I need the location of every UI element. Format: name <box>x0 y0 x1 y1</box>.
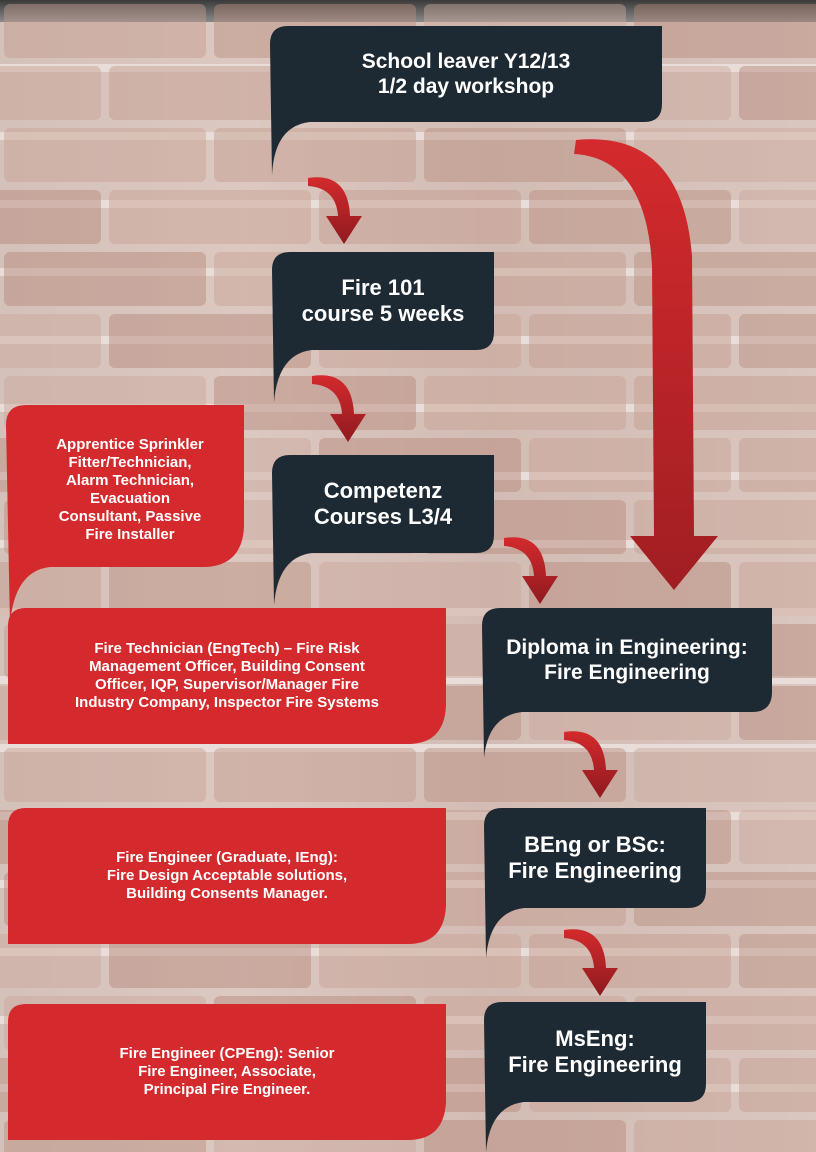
role-apprentice: Apprentice Sprinkler Fitter/Technician, … <box>6 405 244 625</box>
brick <box>214 748 416 802</box>
role-fire-technician: Fire Technician (EngTech) – Fire Risk Ma… <box>8 608 446 744</box>
role-fire-engineer-graduate-label: Fire Engineer (Graduate, IEng): Fire Des… <box>106 849 348 902</box>
brick <box>0 190 101 244</box>
brick <box>529 934 731 988</box>
step-school-leaver: School leaver Y12/13 1/2 day workshop <box>270 26 662 176</box>
brick <box>424 376 626 430</box>
brick <box>319 190 521 244</box>
brick <box>109 934 311 988</box>
brick <box>214 376 416 430</box>
brick <box>634 4 816 58</box>
brick <box>109 190 311 244</box>
brick <box>634 128 816 182</box>
brick <box>739 66 816 120</box>
role-apprentice-label: Apprentice Sprinkler Fitter/Technician, … <box>56 436 204 543</box>
brick <box>424 128 626 182</box>
brick <box>4 128 206 182</box>
step-mseng: MsEng: Fire Engineering <box>484 1002 706 1152</box>
brick <box>739 934 816 988</box>
brick <box>0 66 101 120</box>
brick <box>0 314 101 368</box>
brick <box>739 810 816 864</box>
brick <box>4 4 206 58</box>
brick <box>319 934 521 988</box>
role-fire-engineer-graduate: Fire Engineer (Graduate, IEng): Fire Des… <box>8 808 446 944</box>
brick <box>214 128 416 182</box>
step-competenz: Competenz Courses L3/4 <box>272 455 494 605</box>
step-beng-bsc-label: BEng or BSc: Fire Engineering <box>508 831 682 883</box>
brick <box>739 562 816 616</box>
step-fire-101-label: Fire 101 course 5 weeks <box>301 274 465 326</box>
brick <box>319 562 521 616</box>
brick <box>634 748 816 802</box>
arrow-diploma-to-beng <box>564 731 618 798</box>
brick <box>739 438 816 492</box>
brick <box>109 562 311 616</box>
brick <box>109 66 311 120</box>
step-competenz-label: Competenz Courses L3/4 <box>313 477 453 529</box>
brick <box>4 252 206 306</box>
top-shadow-bar <box>0 0 816 22</box>
brick <box>634 1120 816 1152</box>
brick <box>424 1120 626 1152</box>
arrow-competenz-to-diploma <box>504 537 558 604</box>
brick <box>424 748 626 802</box>
step-diploma: Diploma in Engineering: Fire Engineering <box>482 608 772 758</box>
role-fire-engineer-cpeng: Fire Engineer (CPEng): Senior Fire Engin… <box>8 1004 446 1140</box>
arrow-school-to-diploma <box>574 139 718 590</box>
brick <box>739 314 816 368</box>
arrow-school-to-fire101 <box>308 177 362 244</box>
role-fire-engineer-cpeng-label: Fire Engineer (CPEng): Senior Fire Engin… <box>119 1045 335 1098</box>
brick <box>739 1058 816 1112</box>
step-school-leaver-label: School leaver Y12/13 1/2 day workshop <box>361 49 571 98</box>
step-diploma-label: Diploma in Engineering: Fire Engineering <box>506 635 748 684</box>
step-fire-101: Fire 101 course 5 weeks <box>272 252 494 402</box>
role-fire-technician-label: Fire Technician (EngTech) – Fire Risk Ma… <box>75 640 379 711</box>
brick <box>0 934 101 988</box>
step-beng-bsc: BEng or BSc: Fire Engineering <box>484 808 706 958</box>
brick <box>4 748 206 802</box>
brick <box>109 314 311 368</box>
arrow-beng-to-mseng <box>564 929 618 996</box>
step-mseng-label: MsEng: Fire Engineering <box>508 1025 682 1077</box>
arrow-fire101-to-competenz <box>312 375 366 442</box>
brick <box>739 190 816 244</box>
